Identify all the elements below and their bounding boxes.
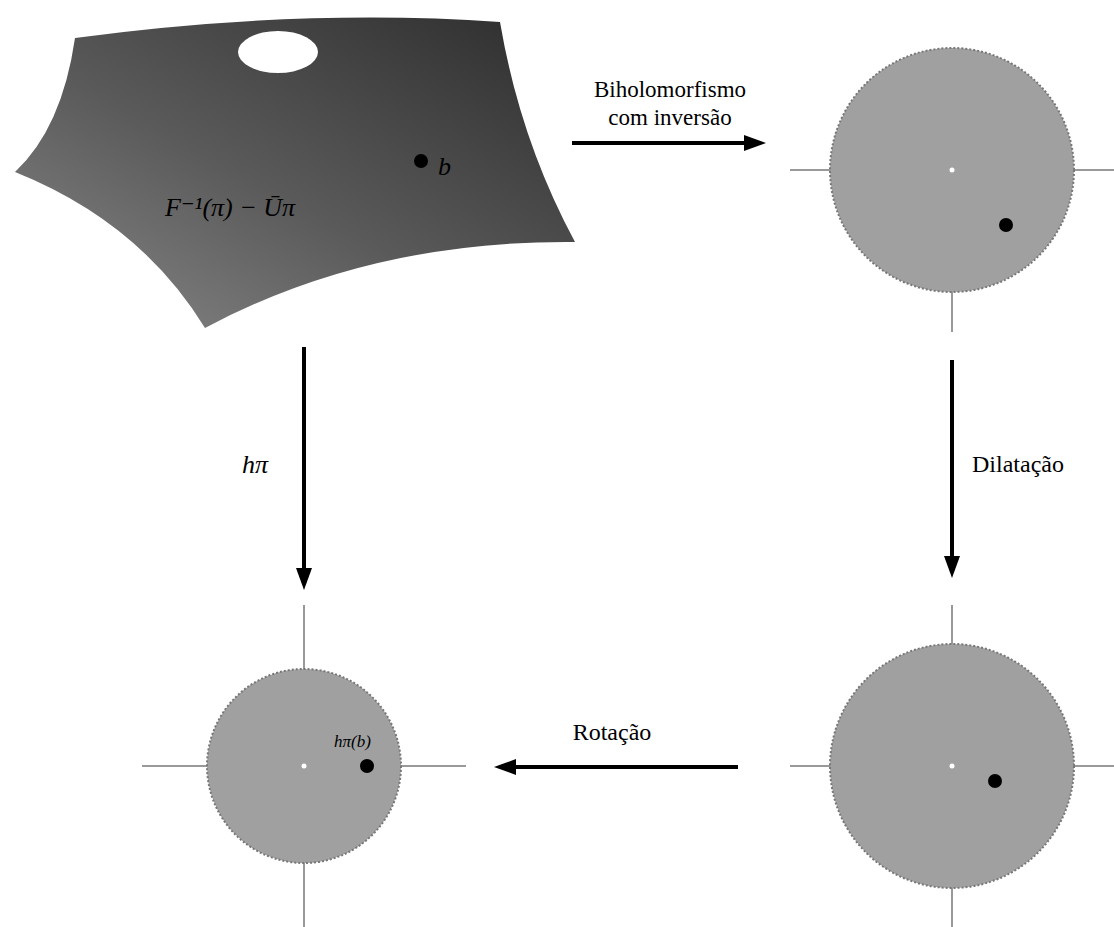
- surface-hole: [238, 31, 318, 73]
- point-dot: [414, 154, 428, 168]
- disk-node: hπ(b): [142, 605, 466, 927]
- surface-region: F⁻¹(π) − Ūπ b: [0, 0, 600, 345]
- point-label: b: [438, 152, 451, 182]
- center-dot: [302, 764, 307, 769]
- disk-outline: [142, 605, 466, 927]
- disk-figure: [790, 48, 1114, 332]
- point-dot: [360, 759, 374, 773]
- arrow: [944, 360, 960, 578]
- disk-shape: [207, 669, 401, 863]
- arrow-label: Dilatação: [953, 450, 1083, 479]
- connector-line: [302, 347, 306, 572]
- arrow-label: hπ: [242, 450, 268, 480]
- arrowhead: [296, 568, 312, 590]
- region-label: F⁻¹(π) − Ūπ: [165, 192, 295, 223]
- arrow-label: Biholomorfismo com inversão: [581, 76, 759, 131]
- arrow: [572, 135, 766, 151]
- point-label: hπ(b): [334, 732, 371, 752]
- arrow: [494, 759, 738, 775]
- surface-outline: [0, 0, 600, 345]
- connector-arrow: [296, 347, 312, 590]
- arrow-label: Rotação: [547, 718, 677, 747]
- disk-figure: [790, 605, 1114, 927]
- surface-shape: [15, 18, 575, 328]
